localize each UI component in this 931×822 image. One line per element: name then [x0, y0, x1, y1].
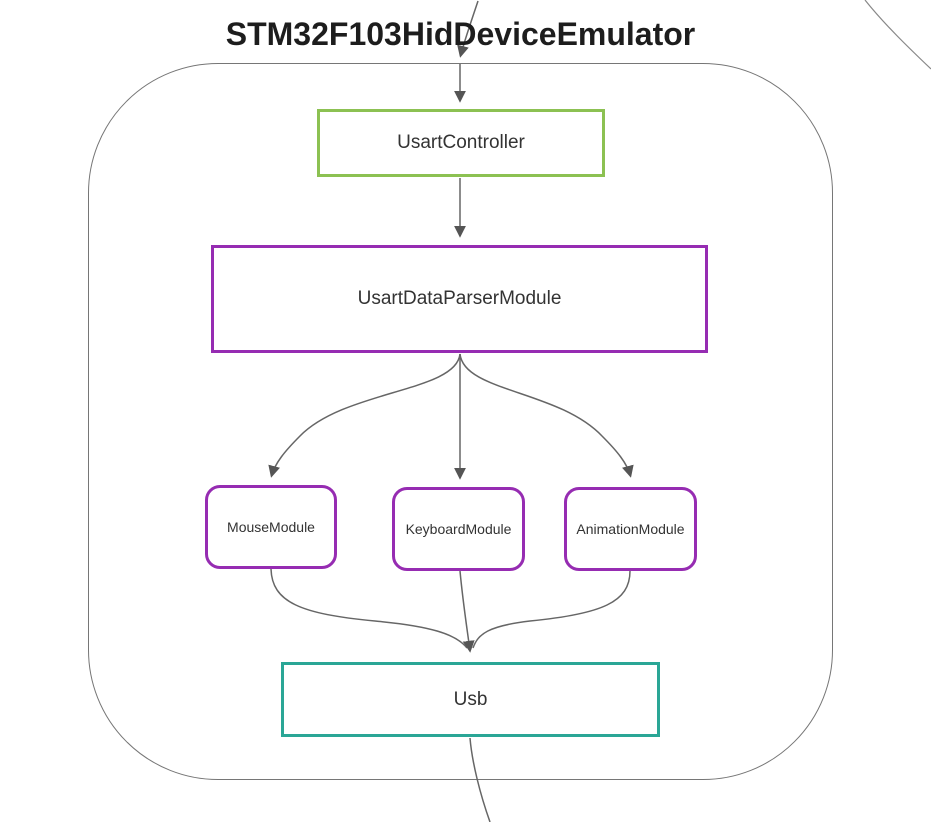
node-keyboard-module-label: KeyboardModule [405, 521, 512, 537]
edge-parser-to-mouse [268, 353, 461, 478]
node-keyboard-module: KeyboardModule [392, 487, 525, 571]
edge-usb-to-external [469, 737, 491, 822]
node-usart-data-parser-module-label: UsartDataParserModule [357, 288, 562, 309]
edge-keyboard-to-usb [459, 570, 475, 653]
node-animation-module-label: AnimationModule [576, 521, 685, 537]
edge-animation-to-usb [472, 570, 631, 649]
subgraph-boundary [88, 63, 833, 780]
node-usart-data-parser-module: UsartDataParserModule [211, 245, 708, 353]
node-usart-controller-label: UsartController [397, 132, 525, 153]
node-mouse-module: MouseModule [205, 485, 337, 569]
edge-parser-to-animation [459, 353, 634, 478]
edge-mouse-to-usb [270, 568, 468, 649]
edge-external-top-right [864, 0, 931, 70]
node-usb: Usb [281, 662, 660, 737]
node-usart-controller: UsartController [317, 109, 605, 177]
node-mouse-module-label: MouseModule [227, 519, 315, 535]
node-usb-label: Usb [453, 688, 488, 710]
node-animation-module: AnimationModule [564, 487, 697, 571]
edge-external-to-subgraph [457, 0, 479, 58]
